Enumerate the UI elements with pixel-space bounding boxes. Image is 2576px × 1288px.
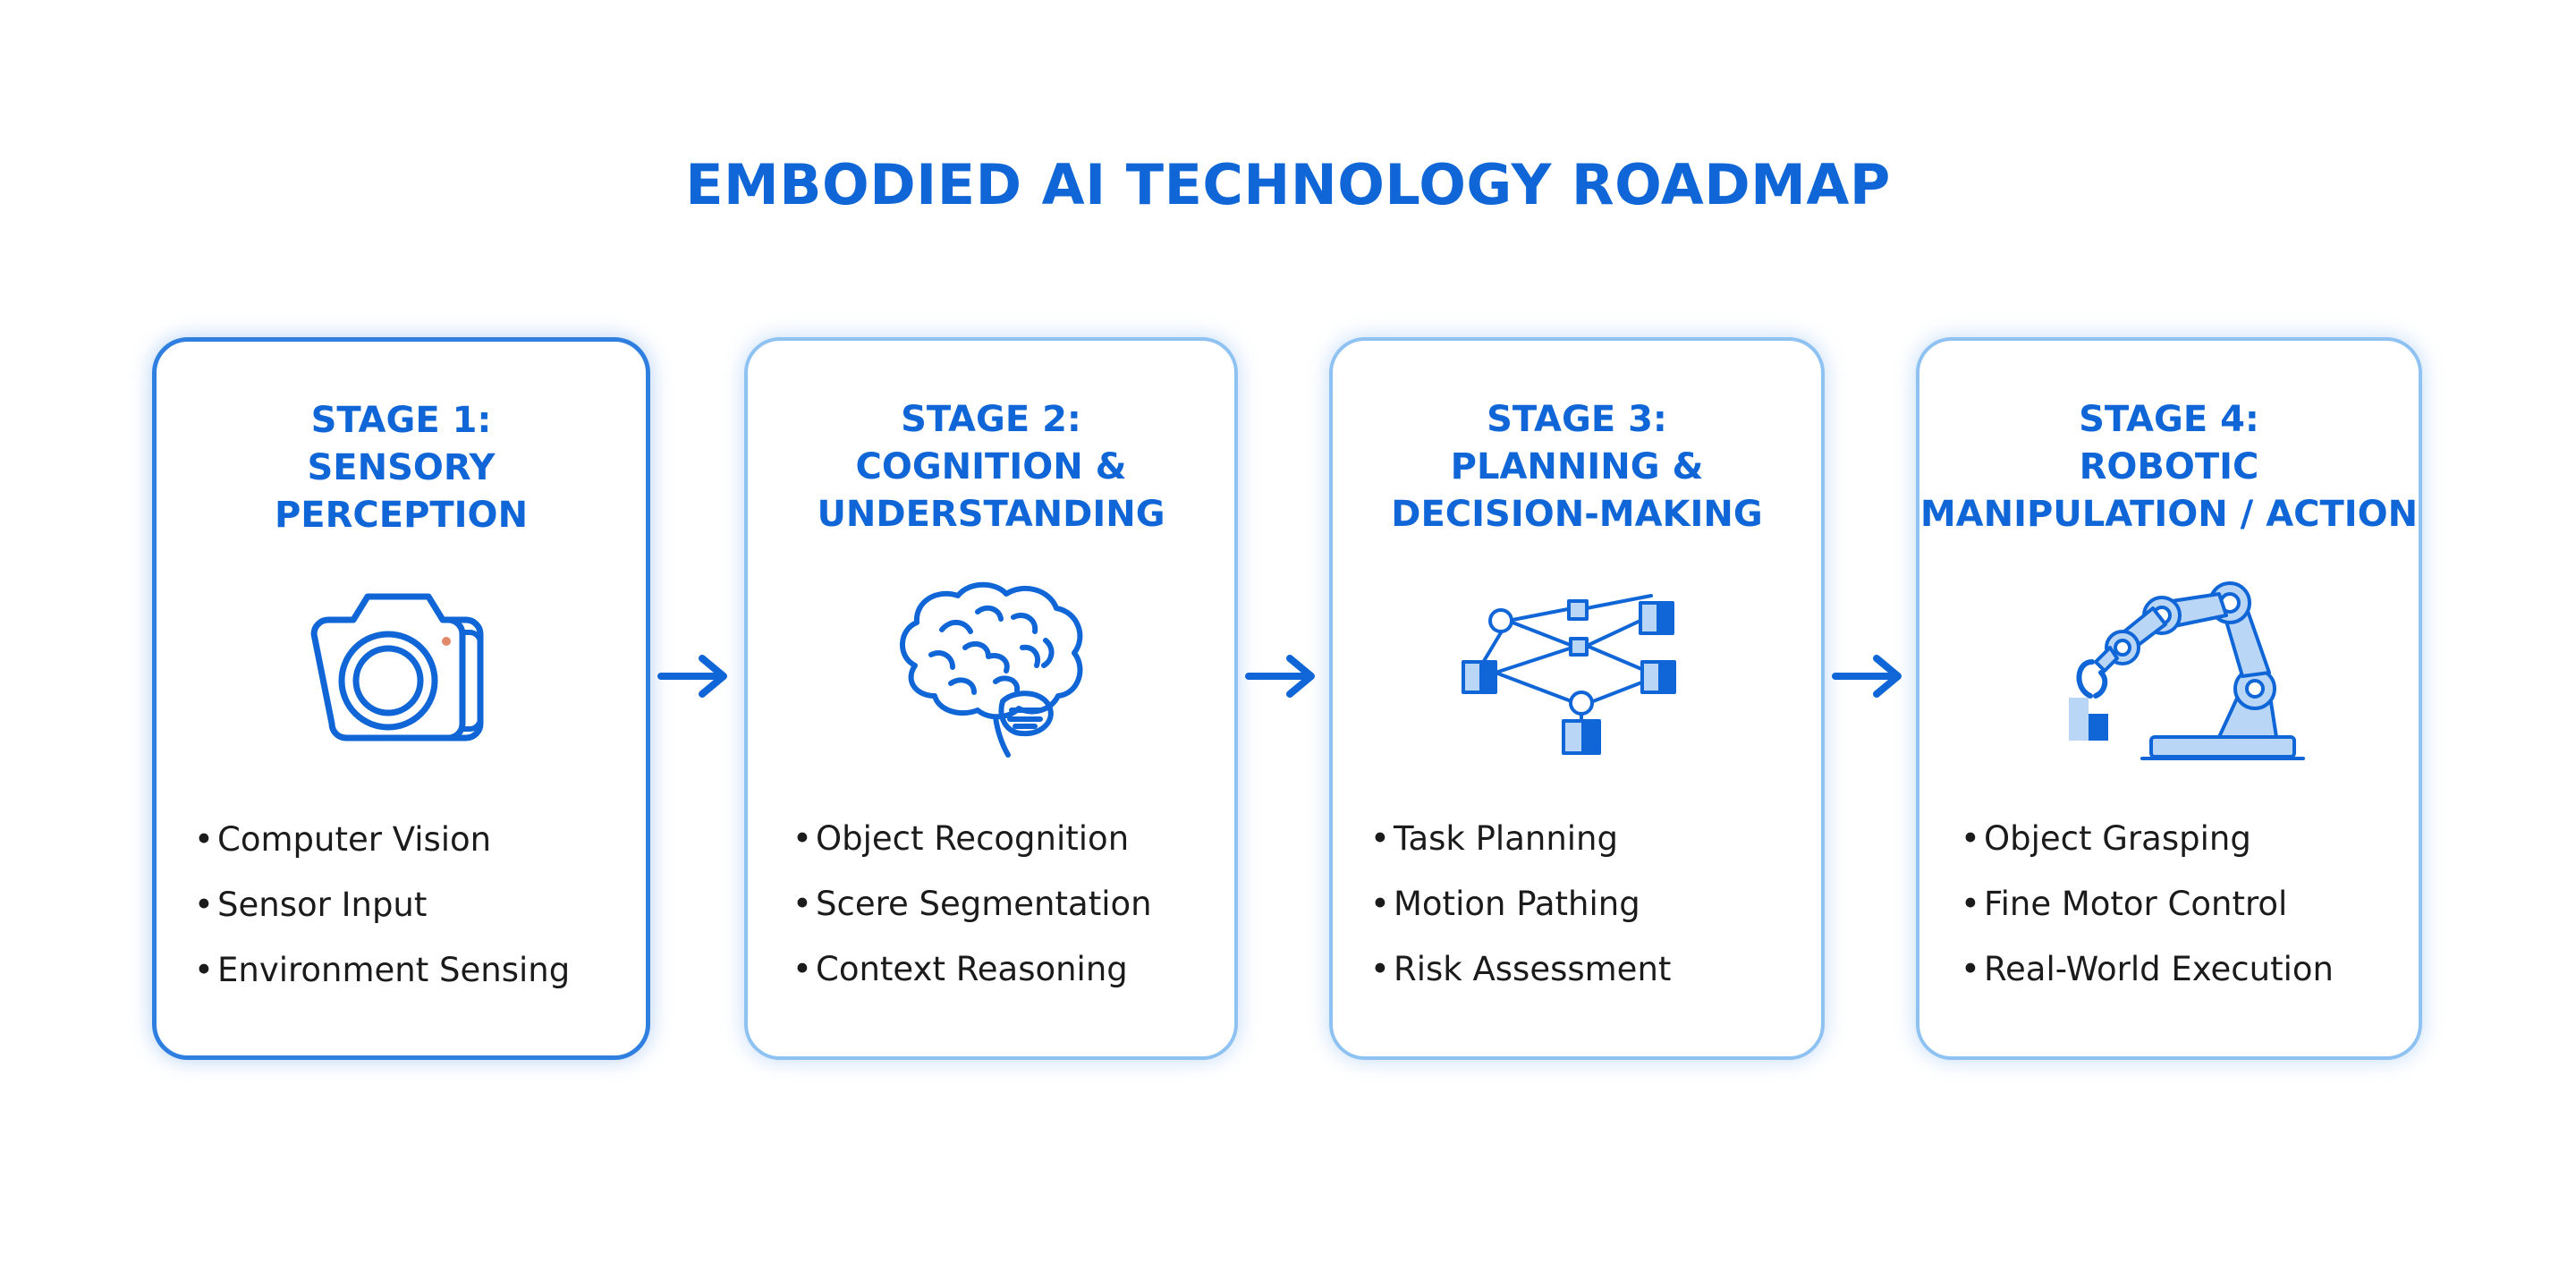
stage-feature-list: Task Planning Motion Pathing Risk Assess… <box>1370 806 1671 1002</box>
stage-title-line-1: COGNITION & <box>855 446 1127 487</box>
list-item: Fine Motor Control <box>1961 871 2334 936</box>
stage-title-line-1: ROBOTIC <box>2079 446 2259 487</box>
stage-number: STAGE 1: <box>310 400 492 441</box>
stage-number: STAGE 4: <box>2079 399 2259 440</box>
list-item: Sensor Input <box>194 872 570 937</box>
stage-card-2: STAGE 2: COGNITION & UNDERSTANDING Objec… <box>744 337 1238 1060</box>
stage-title-line-2: MANIPULATION / ACTION <box>1919 494 2419 535</box>
list-item: Object Grasping <box>1961 806 2334 871</box>
list-item: Scere Segmentation <box>792 871 1152 936</box>
stage-title-line-2: DECISION-MAKING <box>1391 494 1763 535</box>
decision-graph-icon <box>1333 576 1821 773</box>
list-item: Environment Sensing <box>194 937 570 1003</box>
stage-feature-list: Object Recognition Scere Segmentation Co… <box>792 806 1152 1002</box>
stage-card-3: STAGE 3: PLANNING & DECISION-MAKING <box>1329 337 1825 1060</box>
stage-title-line-1: SENSORY <box>307 447 496 488</box>
stage-number: STAGE 3: <box>1487 399 1667 440</box>
stage-heading: STAGE 3: PLANNING & DECISION-MAKING <box>1333 396 1821 538</box>
stage-heading: STAGE 1: SENSORY PERCEPTION <box>157 397 646 539</box>
brain-icon <box>748 576 1234 773</box>
list-item: Motion Pathing <box>1370 871 1671 936</box>
arrow-right-icon <box>1832 655 1902 698</box>
arrow-right-icon <box>657 655 727 698</box>
list-item: Context Reasoning <box>792 936 1152 1002</box>
diagram-title: EMBODIED AI TECHNOLOGY ROADMAP <box>685 152 1891 217</box>
list-item: Risk Assessment <box>1370 936 1671 1002</box>
stage-card-4: STAGE 4: ROBOTIC MANIPULATION / ACTION <box>1916 337 2422 1060</box>
stage-heading: STAGE 2: COGNITION & UNDERSTANDING <box>748 396 1234 538</box>
stage-card-1: STAGE 1: SENSORY PERCEPTION Computer Vis… <box>152 337 650 1060</box>
arrow-right-icon <box>1245 655 1315 698</box>
list-item: Task Planning <box>1370 806 1671 871</box>
stage-title-line-2: UNDERSTANDING <box>817 494 1165 535</box>
camera-icon <box>157 577 646 774</box>
stage-number: STAGE 2: <box>901 399 1081 440</box>
list-item: Real-World Execution <box>1961 936 2334 1002</box>
robotic-arm-icon <box>1919 576 2419 773</box>
stage-heading: STAGE 4: ROBOTIC MANIPULATION / ACTION <box>1919 396 2419 538</box>
stage-title-line-1: PLANNING & <box>1450 446 1704 487</box>
stage-feature-list: Object Grasping Fine Motor Control Real-… <box>1961 806 2334 1002</box>
stage-feature-list: Computer Vision Sensor Input Environment… <box>194 807 570 1003</box>
list-item: Object Recognition <box>792 806 1152 871</box>
stage-title-line-2: PERCEPTION <box>274 495 529 536</box>
list-item: Computer Vision <box>194 807 570 872</box>
